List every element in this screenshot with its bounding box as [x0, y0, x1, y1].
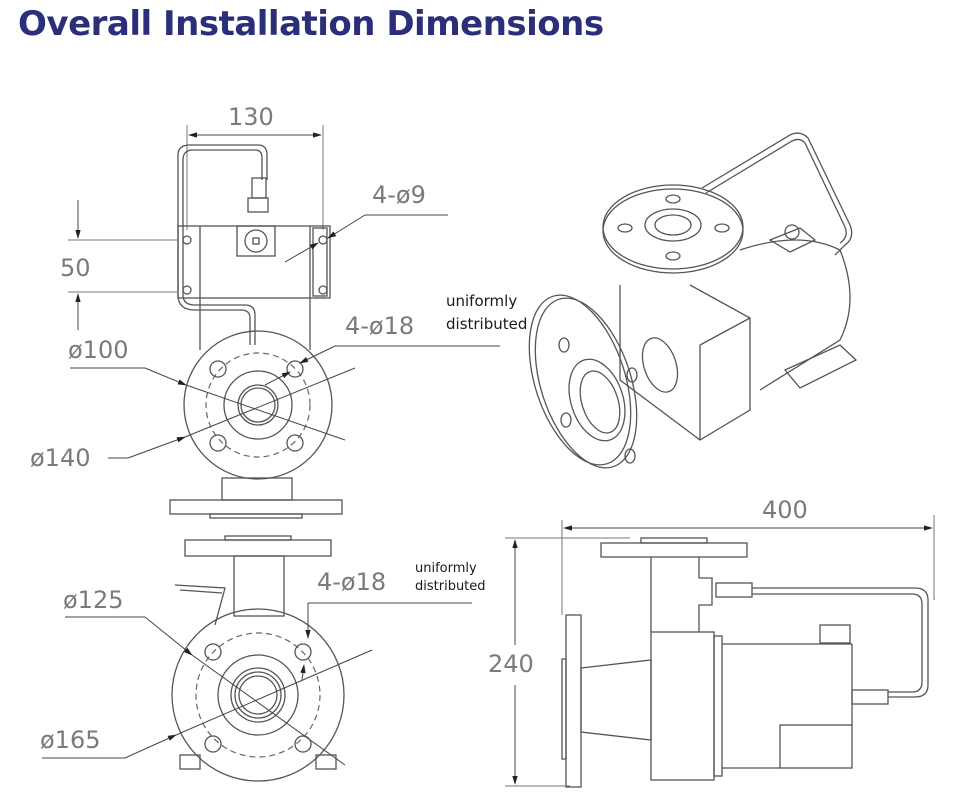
pipe-fitting: [851, 689, 889, 705]
uniformly-distributed-note: distributed: [446, 315, 527, 333]
base-flange: [169, 499, 343, 515]
pump-housing: [650, 631, 715, 781]
mounting-foot: [783, 344, 858, 389]
pressure-pipe: [182, 149, 263, 295]
outer-dia-140: ø140: [30, 444, 91, 472]
bolt-hole: [204, 643, 222, 661]
mount-holes-4-dia-9: 4-ø9: [372, 181, 426, 209]
pressure-pipe: [177, 144, 268, 295]
dimension-130: 130: [228, 103, 274, 131]
flange-outer: [171, 608, 345, 782]
pipe-fitting: [251, 177, 267, 199]
dimension-240: 240: [488, 650, 534, 678]
dimension-400: 400: [762, 496, 808, 524]
bolt-hole: [286, 360, 304, 378]
bolt-hole: [286, 434, 304, 452]
bolt-holes-4-dia-18: 4-ø18: [345, 312, 414, 340]
bolt-hole: [294, 735, 312, 753]
motor-box: [779, 724, 853, 769]
bolt-circle-dia-125: ø125: [63, 586, 124, 614]
sensor-cap: [819, 624, 851, 644]
bolt-holes-4-dia-18: 4-ø18: [317, 568, 386, 596]
mounting-bracket: [177, 225, 331, 299]
outer-dia-165: ø165: [40, 726, 101, 754]
bottom-flange-view: ø125 ø165 4-ø18 uniformly distributed: [40, 535, 486, 782]
page-title: Overall Installation Dimensions: [18, 4, 604, 44]
uniformly-distributed-note: uniformly: [415, 561, 477, 576]
bolt-hole: [294, 643, 312, 661]
bolt-circle: [195, 632, 321, 758]
sensor-dial: [244, 229, 268, 253]
flange-outer: [183, 330, 333, 480]
bolt-hole: [204, 735, 222, 753]
top-flange: [184, 539, 332, 557]
pipe-fitting: [247, 197, 269, 213]
sensor-cap: [768, 227, 817, 253]
bolt-hole: [209, 434, 227, 452]
top-view: 130 50 4-ø9: [60, 103, 448, 350]
side-flange: [565, 614, 582, 788]
side-view: 400 240: [488, 496, 935, 788]
bolt-circle: [205, 352, 311, 458]
dimension-50: 50: [60, 254, 91, 282]
uniformly-distributed-note: distributed: [415, 579, 486, 594]
outlet-flange: [528, 294, 632, 466]
front-flange-view: ø100 ø140 4-ø18 uniformly distributed: [30, 292, 527, 519]
inlet-flange: [602, 184, 744, 270]
isometric-pump-icon: [528, 132, 858, 469]
bolt-hole: [209, 360, 227, 378]
uniformly-distributed-note: uniformly: [446, 292, 517, 310]
pipe-fitting: [715, 582, 753, 598]
bolt-circle-dia-100: ø100: [68, 336, 129, 364]
top-flange: [600, 542, 748, 558]
